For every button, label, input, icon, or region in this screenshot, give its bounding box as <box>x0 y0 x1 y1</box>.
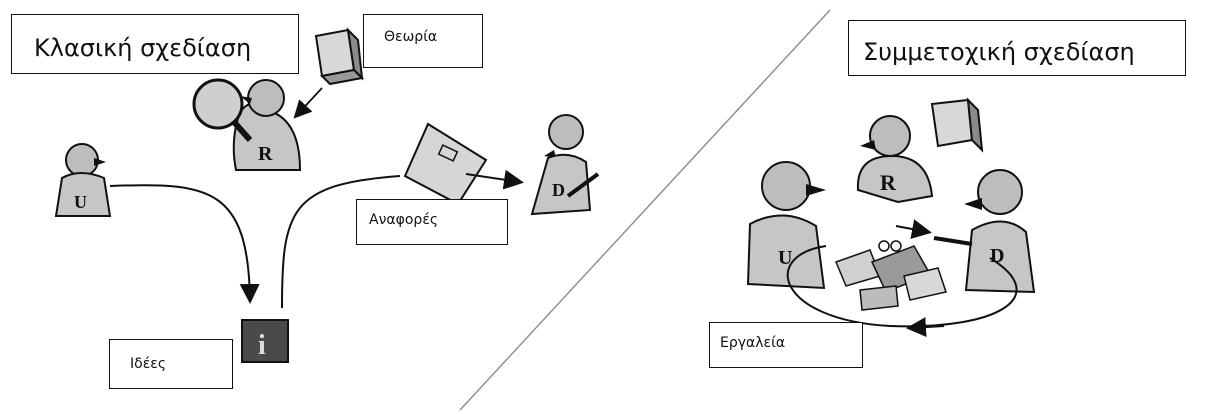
curve-ideas-to-reports <box>281 175 401 309</box>
researcher-figure: R <box>856 115 934 204</box>
user-letter: U <box>74 192 87 212</box>
arrow-user-to-ideas <box>109 184 260 304</box>
tools-label: Εργαλεία <box>720 335 786 351</box>
info-icon: i <box>241 319 289 363</box>
user-figure: U <box>746 161 826 290</box>
designer-figure: D <box>530 114 600 216</box>
computer-icon <box>930 97 984 153</box>
researcher-letter: R <box>258 143 273 165</box>
theory-label: Θεωρία <box>384 29 438 45</box>
participatory-design-title-box: Συμμετοχική σχεδίαση <box>848 20 1186 76</box>
participation-cycle-arrow <box>786 245 1018 328</box>
tools-pile-icon <box>835 240 947 311</box>
classic-design-title: Κλασική σχεδίαση <box>34 34 252 62</box>
report-document-icon <box>403 122 488 206</box>
arrow-theory-to-researcher <box>293 87 323 119</box>
reports-label: Αναφορές <box>369 212 439 228</box>
designer-letter: D <box>990 245 1004 267</box>
divider-line <box>459 9 831 411</box>
designer-letter: D <box>552 180 565 200</box>
tools-label-box: Εργαλεία <box>709 322 863 368</box>
computer-icon <box>314 27 365 86</box>
theory-label-box: Θεωρία <box>363 14 483 68</box>
researcher-letter: R <box>880 170 897 195</box>
user-letter: U <box>778 247 792 269</box>
designer-figure: D <box>933 169 1036 294</box>
researcher-figure: R <box>192 78 302 171</box>
svg-text:i: i <box>258 330 266 361</box>
arrow-reports-to-designer <box>465 169 524 190</box>
classic-design-title-box: Κλασική σχεδίαση <box>11 14 299 74</box>
ideas-label-box: Ιδέες <box>109 339 233 389</box>
participatory-design-title: Συμμετοχική σχεδίαση <box>863 38 1135 66</box>
user-figure: U <box>54 143 112 217</box>
reports-label-box: Αναφορές <box>356 199 508 245</box>
ideas-label: Ιδέες <box>130 356 167 372</box>
